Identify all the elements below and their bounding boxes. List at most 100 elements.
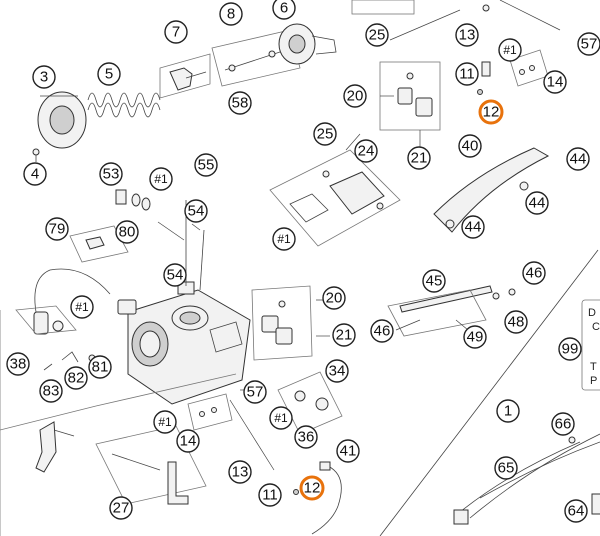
svg-text:25: 25 — [317, 126, 334, 143]
svg-text:12: 12 — [483, 104, 500, 121]
fuel-pipe-41 — [311, 461, 342, 535]
callout-20-center: 20 — [322, 286, 346, 310]
svg-text:20: 20 — [326, 290, 343, 307]
callout-hash1-gasket: #1 — [272, 227, 296, 251]
actuator-bracket-box — [159, 53, 211, 99]
throttle-body — [127, 200, 251, 405]
rod-box-27 — [95, 425, 207, 505]
callout-82: 82 — [64, 366, 88, 390]
callout-hash1-fitting: #1 — [149, 167, 173, 191]
svg-text:21: 21 — [336, 327, 353, 344]
callout-80: 80 — [115, 220, 139, 244]
callout-53: 53 — [99, 162, 123, 186]
callout-6: 6 — [272, 0, 296, 20]
cover-gasket-box — [269, 149, 401, 247]
svg-text:53: 53 — [103, 166, 120, 183]
svg-text:49: 49 — [467, 329, 484, 346]
svg-text:44: 44 — [570, 151, 587, 168]
callout-57-center: 57 — [243, 380, 267, 404]
callout-1: 1 — [496, 399, 520, 423]
callout-34: 34 — [325, 359, 349, 383]
callout-44-right: 44 — [566, 147, 590, 171]
svg-text:13: 13 — [232, 464, 249, 481]
callout-13-top: 13 — [455, 23, 479, 47]
callout-54-lower: 54 — [163, 263, 187, 287]
callout-3: 3 — [32, 65, 56, 89]
svg-text:82: 82 — [68, 370, 85, 387]
svg-text:58: 58 — [232, 95, 249, 112]
svg-text:54: 54 — [167, 267, 184, 284]
svg-text:40: 40 — [462, 138, 479, 155]
small-parts-81-82-83 — [43, 351, 96, 371]
callout-83: 83 — [39, 379, 63, 403]
callout-81: 81 — [88, 355, 112, 379]
callout-41: 41 — [336, 439, 360, 463]
callout-hash1-bracket-14: #1 — [153, 410, 177, 434]
bracket-box-79 — [69, 225, 129, 263]
callout-7: 7 — [164, 20, 188, 44]
svg-text:36: 36 — [298, 429, 315, 446]
svg-text:11: 11 — [459, 66, 475, 83]
side-panel-text-4: P — [590, 375, 597, 387]
callout-8: 8 — [219, 2, 243, 26]
svg-text:34: 34 — [329, 363, 346, 380]
wire-harness — [453, 433, 600, 525]
callout-13-bottom: 13 — [228, 460, 252, 484]
svg-text:20: 20 — [347, 88, 364, 105]
top-pipe-line — [389, 9, 461, 41]
bottom-hose-line — [229, 399, 275, 471]
svg-text:48: 48 — [508, 314, 525, 331]
svg-text:38: 38 — [10, 356, 27, 373]
callout-46-right: 46 — [522, 261, 546, 285]
svg-text:83: 83 — [43, 383, 60, 400]
svg-text:#1: #1 — [154, 172, 168, 186]
callout-27: 27 — [109, 496, 133, 520]
svg-text:1: 1 — [504, 403, 512, 420]
lever-part — [35, 421, 75, 473]
svg-text:44: 44 — [529, 195, 546, 212]
svg-text:45: 45 — [426, 273, 443, 290]
svg-text:46: 46 — [374, 323, 391, 340]
bottom-frame-line — [0, 405, 97, 431]
svg-text:#1: #1 — [503, 43, 517, 57]
svg-text:57: 57 — [247, 384, 264, 401]
callout-64: 64 — [564, 499, 588, 523]
svg-text:64: 64 — [568, 503, 585, 520]
spring-part — [87, 92, 161, 118]
callout-55: 55 — [194, 153, 218, 177]
svg-text:#1: #1 — [277, 232, 291, 246]
callout-25-top: 25 — [365, 23, 389, 47]
callout-65: 65 — [494, 456, 518, 480]
callout-79: 79 — [45, 217, 69, 241]
svg-text:65: 65 — [498, 460, 515, 477]
svg-text:27: 27 — [113, 500, 130, 517]
svg-text:54: 54 — [188, 203, 205, 220]
svg-text:11: 11 — [262, 487, 278, 504]
svg-text:13: 13 — [459, 27, 476, 44]
svg-text:4: 4 — [31, 166, 39, 183]
callout-20-top: 20 — [343, 84, 367, 108]
callout-99: 99 — [558, 337, 582, 361]
bottom-frame-line-2 — [95, 373, 237, 407]
svg-text:24: 24 — [358, 143, 375, 160]
svg-text:79: 79 — [49, 221, 66, 238]
diaphragm-part — [278, 23, 337, 65]
svg-text:8: 8 — [227, 6, 235, 23]
tiny-part-12-top — [477, 89, 483, 95]
callout-57-top: 57 — [577, 32, 600, 56]
svg-text:99: 99 — [562, 341, 579, 358]
svg-text:#1: #1 — [274, 411, 288, 425]
callout-5: 5 — [97, 62, 121, 86]
callout-hash1-sensor: #1 — [70, 295, 94, 319]
top-pipe-line-2 — [499, 0, 561, 31]
small-bolt-top — [481, 4, 491, 77]
svg-text:57: 57 — [581, 36, 598, 53]
rod-box — [211, 29, 301, 87]
callout-hash1-bracket-34: #1 — [269, 406, 293, 430]
callout-44-left: 44 — [461, 215, 485, 239]
svg-text:3: 3 — [40, 69, 48, 86]
callout-hash1-top-right: #1 — [498, 38, 522, 62]
svg-text:81: 81 — [92, 359, 109, 376]
tiny-part-12-bottom — [293, 489, 299, 495]
